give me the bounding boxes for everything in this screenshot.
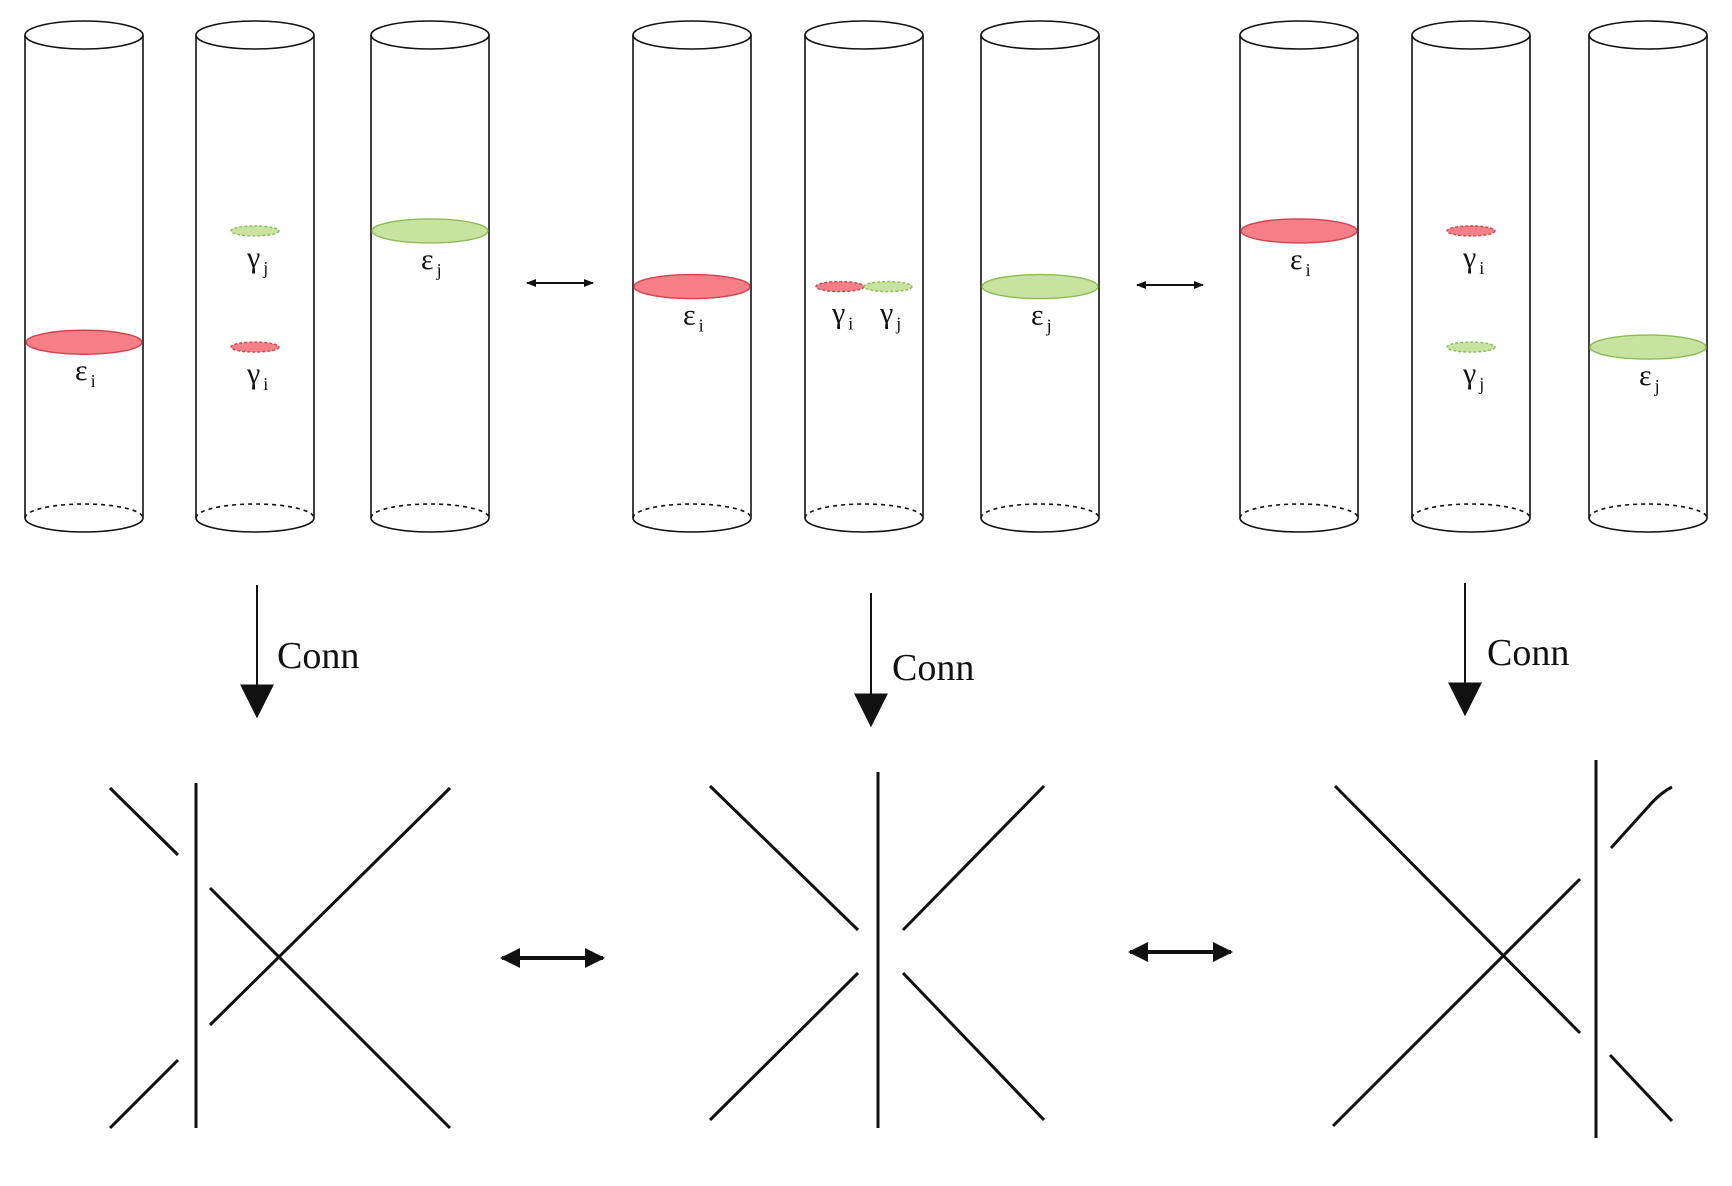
tube-bottom-back-rim	[804, 503, 924, 519]
tube-bottom-front-rim	[24, 517, 144, 533]
tube-bottom-back-rim	[632, 503, 752, 519]
strand-lower-right-stub	[1608, 1053, 1674, 1123]
strand-diagonal-up	[1331, 877, 1582, 1128]
bottom-equivalence-arrows	[500, 942, 1233, 968]
strand-lower-left	[708, 971, 860, 1122]
tube-bottom-front-rim	[370, 517, 490, 533]
tube-top-rim	[804, 20, 924, 50]
tube-bottom-front-rim	[1239, 517, 1359, 533]
disk-epsilon-i	[1240, 218, 1358, 244]
strand-lower-right	[901, 971, 1046, 1122]
panel-1-conn-label: Conn	[277, 635, 359, 677]
panel-2-crossing	[708, 772, 1046, 1128]
panel-3-crossing	[1331, 760, 1674, 1138]
disk-gamma-i	[1446, 225, 1496, 237]
panel-1-crossing	[108, 783, 452, 1130]
tube-bottom-back-rim	[370, 503, 490, 519]
strand-upper-left	[708, 784, 860, 932]
strand-upper-left-stub	[108, 786, 180, 857]
disk-gamma-i	[230, 341, 280, 353]
panel-2-conn-arrow: Conn	[854, 593, 974, 728]
tube-top-rim	[370, 20, 490, 50]
tube-top-rim	[980, 20, 1100, 50]
tube-bottom-front-rim	[804, 517, 924, 533]
tube-top-rim	[1411, 20, 1531, 50]
disk-epsilon-j	[981, 273, 1099, 300]
tube-bottom-front-rim	[1588, 517, 1708, 533]
panel-3-conn-arrow: Conn	[1448, 583, 1569, 717]
tube-bottom-front-rim	[632, 517, 752, 533]
strand-lower-left-stub	[108, 1058, 180, 1130]
panel-2-conn-label: Conn	[892, 647, 974, 689]
disk-epsilon-j	[1589, 334, 1707, 360]
tube-top-rim	[1239, 20, 1359, 50]
disk-gamma-j	[863, 280, 913, 293]
disk-epsilon-i	[633, 273, 751, 300]
tube-bottom-back-rim	[24, 503, 144, 519]
disk-epsilon-j	[371, 218, 489, 244]
tube-bottom-back-rim	[195, 503, 315, 519]
tube-bottom-front-rim	[980, 517, 1100, 533]
panel-1-conn-arrow: Conn	[240, 585, 359, 719]
strand-upper-right	[901, 784, 1046, 932]
tube-bottom-back-rim	[1411, 503, 1531, 519]
strand-diagonal-down	[208, 886, 452, 1130]
strand-upper-right-stub	[1609, 785, 1673, 850]
panel-3-conn-label: Conn	[1487, 632, 1569, 674]
tube-bottom-front-rim	[195, 517, 315, 533]
tube-bottom-back-rim	[1588, 503, 1708, 519]
disk-gamma-j	[230, 225, 280, 237]
tube-bottom-back-rim	[980, 503, 1100, 519]
disk-gamma-j	[1446, 341, 1496, 353]
tube-top-rim	[195, 20, 315, 50]
top-equivalence-arrows	[526, 279, 1204, 289]
tube-top-rim	[632, 20, 752, 50]
disk-gamma-i	[815, 280, 865, 293]
strand-diagonal-down	[1333, 784, 1582, 1035]
tube-top-rim	[1588, 20, 1708, 50]
tube-bottom-back-rim	[1239, 503, 1359, 519]
tube-bottom-front-rim	[1411, 517, 1531, 533]
tube-top-rim	[24, 20, 144, 50]
strand-diagonal-up	[208, 786, 452, 1027]
disk-epsilon-i	[25, 329, 143, 355]
